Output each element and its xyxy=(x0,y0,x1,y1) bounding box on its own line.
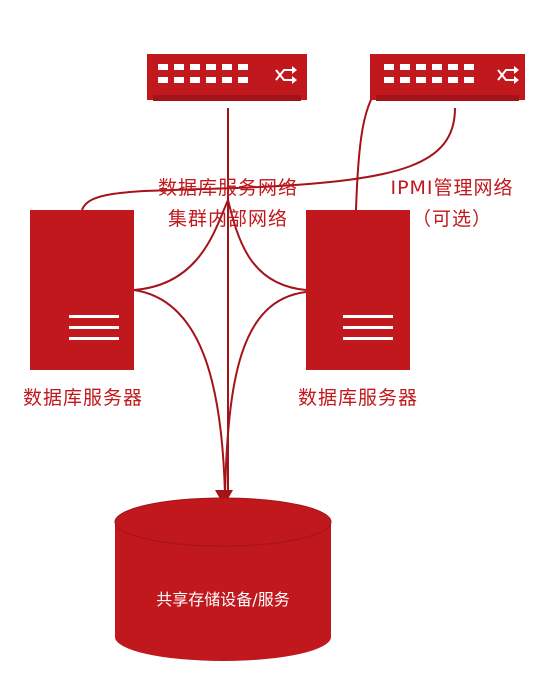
label-db-network: 数据库服务网络 xyxy=(158,177,298,199)
link-left-right-upper xyxy=(133,196,307,291)
server-right xyxy=(306,210,410,370)
shuffle-icon xyxy=(497,66,519,84)
label-server-left: 数据库服务器 xyxy=(23,387,143,409)
shuffle-icon xyxy=(275,66,297,84)
switch-ports xyxy=(384,64,474,83)
link-ipmi-left-server xyxy=(81,107,456,211)
label-cluster-network: 集群内部网络 xyxy=(168,208,288,230)
switch-ipmi xyxy=(370,54,525,101)
switch-ports xyxy=(158,64,248,83)
link-ipmi-right-server xyxy=(355,84,383,211)
label-server-right: 数据库服务器 xyxy=(298,387,418,409)
label-storage: 共享存储设备/服务 xyxy=(156,590,289,609)
server-icon-lines xyxy=(343,315,393,340)
server-icon-lines xyxy=(69,315,119,340)
link-left-server-storage xyxy=(133,289,226,496)
storage-cylinder xyxy=(114,497,332,661)
label-ipmi-network: IPMI管理网络 xyxy=(390,177,513,199)
switch-cluster xyxy=(147,54,307,101)
server-left xyxy=(30,210,134,370)
link-right-server-storage xyxy=(224,291,307,496)
label-ipmi-optional: （可选） xyxy=(412,208,492,230)
